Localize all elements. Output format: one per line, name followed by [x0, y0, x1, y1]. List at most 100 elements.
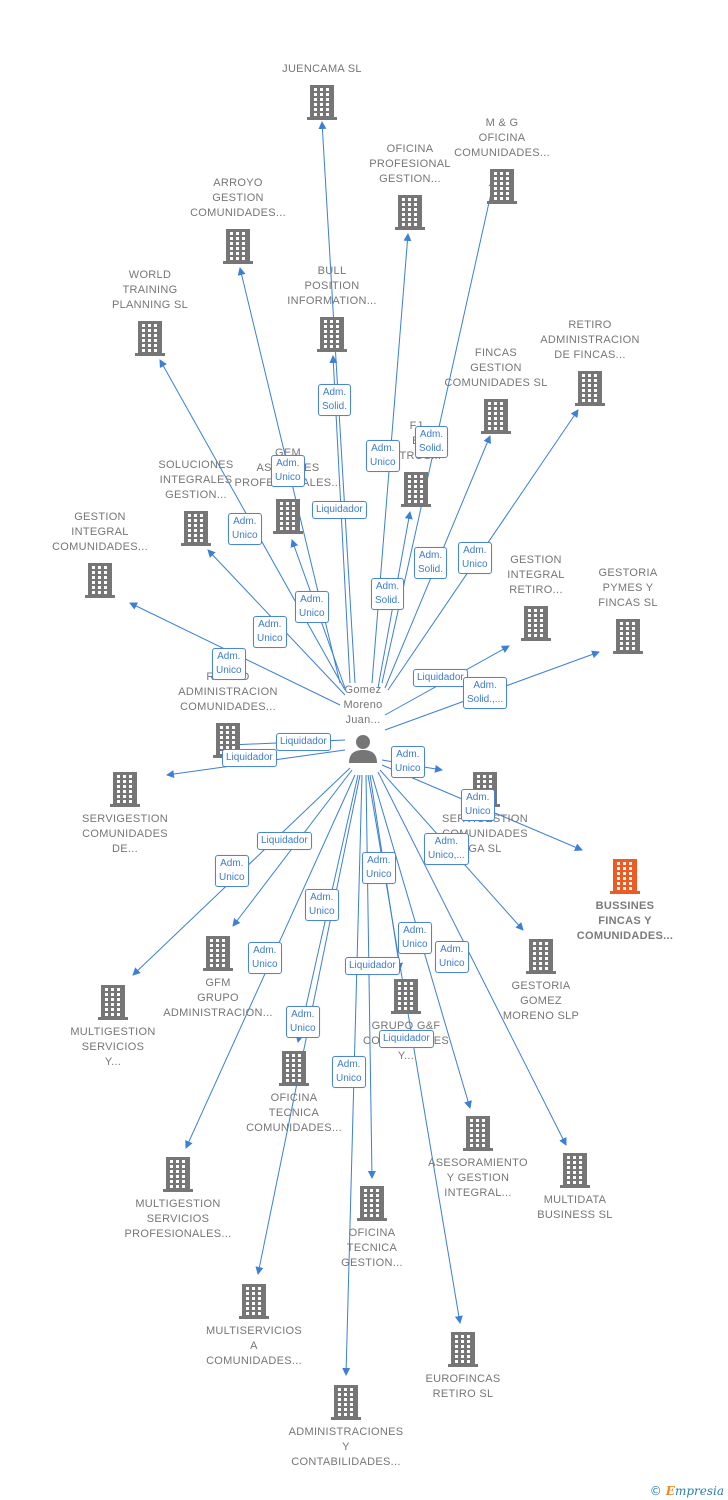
role-badge[interactable]: Adm. Solid. [371, 578, 405, 610]
role-badge[interactable]: Adm. Solid.,... [463, 677, 508, 709]
building-icon[interactable] [355, 1184, 389, 1222]
role-badge[interactable]: Adm. Unico [362, 852, 396, 884]
building-icon[interactable] [179, 509, 213, 547]
company-name[interactable]: SOLUCIONES INTEGRALES GESTION... [158, 459, 234, 501]
company-name[interactable]: ARROYO GESTION COMUNIDADES... [190, 177, 286, 219]
building-icon[interactable] [305, 83, 339, 121]
company-name[interactable]: GESTION INTEGRAL COMUNIDADES... [52, 511, 148, 553]
footer-brand[interactable]: ©Empresia [650, 1484, 724, 1498]
building-icon[interactable] [393, 193, 427, 231]
role-badge[interactable]: Adm. Unico [215, 855, 249, 887]
company-name[interactable]: OFICINA TECNICA GESTION... [341, 1227, 403, 1269]
role-badge[interactable]: Liquidador [312, 501, 367, 519]
building-icon[interactable] [329, 1383, 363, 1421]
company-node-oficina_tecnica_gest[interactable]: OFICINA TECNICA GESTION... [297, 1184, 447, 1271]
company-node-servigestion_de[interactable]: SERVIGESTION COMUNIDADES DE... [50, 770, 200, 857]
role-badge[interactable]: Adm. Unico [295, 591, 329, 623]
role-badge[interactable]: Adm. Unico,... [424, 833, 469, 865]
role-badge[interactable]: Adm. Unico [435, 941, 469, 973]
company-node-multiservicios[interactable]: MULTISERVICIOS A COMUNIDADES... [179, 1282, 329, 1369]
building-icon[interactable] [558, 1151, 592, 1189]
company-node-multidata[interactable]: MULTIDATA BUSINESS SL [500, 1151, 650, 1223]
building-icon[interactable] [519, 604, 553, 642]
building-icon[interactable] [461, 1114, 495, 1152]
building-icon[interactable] [389, 977, 423, 1015]
role-badge[interactable]: Liquidador [276, 733, 331, 751]
company-node-asesoramiento[interactable]: ASESORAMIENTO Y GESTION INTEGRAL... [403, 1114, 553, 1201]
role-badge[interactable]: Adm. Unico [391, 746, 425, 778]
company-name[interactable]: MULTISERVICIOS A COMUNIDADES... [205, 1325, 303, 1367]
company-name[interactable]: MULTIGESTION SERVICIOS PROFESIONALES... [124, 1198, 232, 1240]
building-icon[interactable] [611, 617, 645, 655]
role-badge[interactable]: Adm. Unico [305, 889, 339, 921]
building-icon[interactable] [399, 470, 433, 508]
building-icon[interactable] [201, 934, 235, 972]
role-badge[interactable]: Liquidador [413, 669, 468, 687]
company-node-juencama[interactable]: JUENCAMA SL [247, 62, 397, 121]
building-icon[interactable] [221, 227, 255, 265]
company-node-world[interactable]: WORLD TRAINING PLANNING SL [75, 268, 225, 357]
building-icon[interactable] [271, 497, 305, 535]
building-icon[interactable] [108, 770, 142, 808]
role-badge[interactable]: Adm. Unico [461, 789, 495, 821]
role-badge[interactable]: Adm. Unico [366, 440, 400, 472]
role-badge[interactable]: Liquidador [257, 832, 312, 850]
company-name[interactable]: GESTORIA PYMES Y FINCAS SL [598, 567, 658, 609]
role-badge[interactable]: Adm. Unico [398, 922, 432, 954]
company-node-soluciones[interactable]: SOLUCIONES INTEGRALES GESTION... [121, 458, 271, 547]
building-icon[interactable] [133, 319, 167, 357]
building-icon[interactable] [277, 1049, 311, 1087]
role-badge[interactable]: Liquidador [379, 1030, 434, 1048]
company-name[interactable]: GFM GRUPO ADMINISTRACION... [163, 977, 273, 1019]
company-name[interactable]: M & G OFICINA COMUNIDADES... [454, 117, 550, 159]
company-node-gestoria_pymes[interactable]: GESTORIA PYMES Y FINCAS SL [553, 566, 703, 655]
role-badge[interactable]: Adm. Unico [253, 616, 287, 648]
role-badge[interactable]: Adm. Unico [212, 648, 246, 680]
building-icon[interactable] [237, 1282, 271, 1320]
company-node-eurofincas[interactable]: EUROFINCAS RETIRO SL [388, 1330, 538, 1402]
company-name[interactable]: JUENCAMA SL [282, 63, 362, 75]
company-name[interactable]: WORLD TRAINING PLANNING SL [111, 269, 189, 311]
building-icon[interactable] [96, 983, 130, 1021]
role-badge[interactable]: Adm. Unico [332, 1056, 366, 1088]
center-person[interactable]: Gomez Moreno Juan... [303, 683, 423, 769]
company-name[interactable]: MULTIGESTION SERVICIOS Y... [70, 1026, 156, 1068]
role-badge[interactable]: Adm. Unico [458, 542, 492, 574]
building-icon[interactable] [608, 857, 642, 895]
company-name[interactable]: EUROFINCAS RETIRO SL [425, 1373, 501, 1400]
company-name[interactable]: ADMINISTRACIONES Y CONTABILIDADES... [288, 1426, 404, 1468]
company-name[interactable]: GESTION INTEGRAL RETIRO... [507, 554, 565, 596]
company-name[interactable]: GESTORIA GOMEZ MORENO SLP [502, 980, 580, 1022]
building-icon[interactable] [83, 561, 117, 599]
building-icon[interactable] [446, 1330, 480, 1368]
company-name[interactable]: FINCAS GESTION COMUNIDADES SL [444, 347, 548, 389]
company-node-multigestion_y[interactable]: MULTIGESTION SERVICIOS Y... [38, 983, 188, 1070]
company-node-administraciones[interactable]: ADMINISTRACIONES Y CONTABILIDADES... [271, 1383, 421, 1470]
building-icon[interactable] [479, 397, 513, 435]
company-node-gestoria_gomez[interactable]: GESTORIA GOMEZ MORENO SLP [466, 937, 616, 1024]
company-name[interactable]: BUSSINES FINCAS Y COMUNIDADES... [576, 900, 674, 942]
company-node-myg[interactable]: M & G OFICINA COMUNIDADES... [427, 116, 577, 205]
role-badge[interactable]: Adm. Unico [271, 455, 305, 487]
company-node-bussines[interactable]: BUSSINES FINCAS Y COMUNIDADES... [550, 857, 700, 944]
role-badge[interactable]: Liquidador [345, 957, 400, 975]
company-node-oficina_tecnica_com[interactable]: OFICINA TECNICA COMUNIDADES... [219, 1049, 369, 1136]
company-node-multigestion_prof[interactable]: MULTIGESTION SERVICIOS PROFESIONALES... [103, 1155, 253, 1242]
building-icon[interactable] [524, 937, 558, 975]
company-node-gestion_integral_com[interactable]: GESTION INTEGRAL COMUNIDADES... [25, 510, 175, 599]
company-name[interactable]: OFICINA PROFESIONAL GESTION... [369, 143, 451, 185]
building-icon[interactable] [485, 167, 519, 205]
company-node-gfm[interactable]: GFM GRUPO ADMINISTRACION... [143, 934, 293, 1021]
building-icon[interactable] [573, 369, 607, 407]
building-icon[interactable] [315, 315, 349, 353]
company-name[interactable]: RETIRO ADMINISTRACION DE FINCAS... [540, 319, 640, 361]
company-node-gestion_integral_retiro[interactable]: GESTION INTEGRAL RETIRO... [461, 553, 611, 642]
role-badge[interactable]: Adm. Unico [228, 513, 262, 545]
company-node-bull[interactable]: BULL POSITION INFORMATION... [257, 264, 407, 353]
role-badge[interactable]: Adm. Solid. [318, 384, 352, 416]
company-name[interactable]: OFICINA TECNICA COMUNIDADES... [246, 1092, 342, 1134]
role-badge[interactable]: Adm. Solid. [414, 547, 448, 579]
role-badge[interactable]: Adm. Unico [248, 942, 282, 974]
company-name[interactable]: ASESORAMIENTO Y GESTION INTEGRAL... [428, 1157, 528, 1199]
company-node-fincas_gestion[interactable]: FINCAS GESTION COMUNIDADES SL [421, 346, 571, 435]
